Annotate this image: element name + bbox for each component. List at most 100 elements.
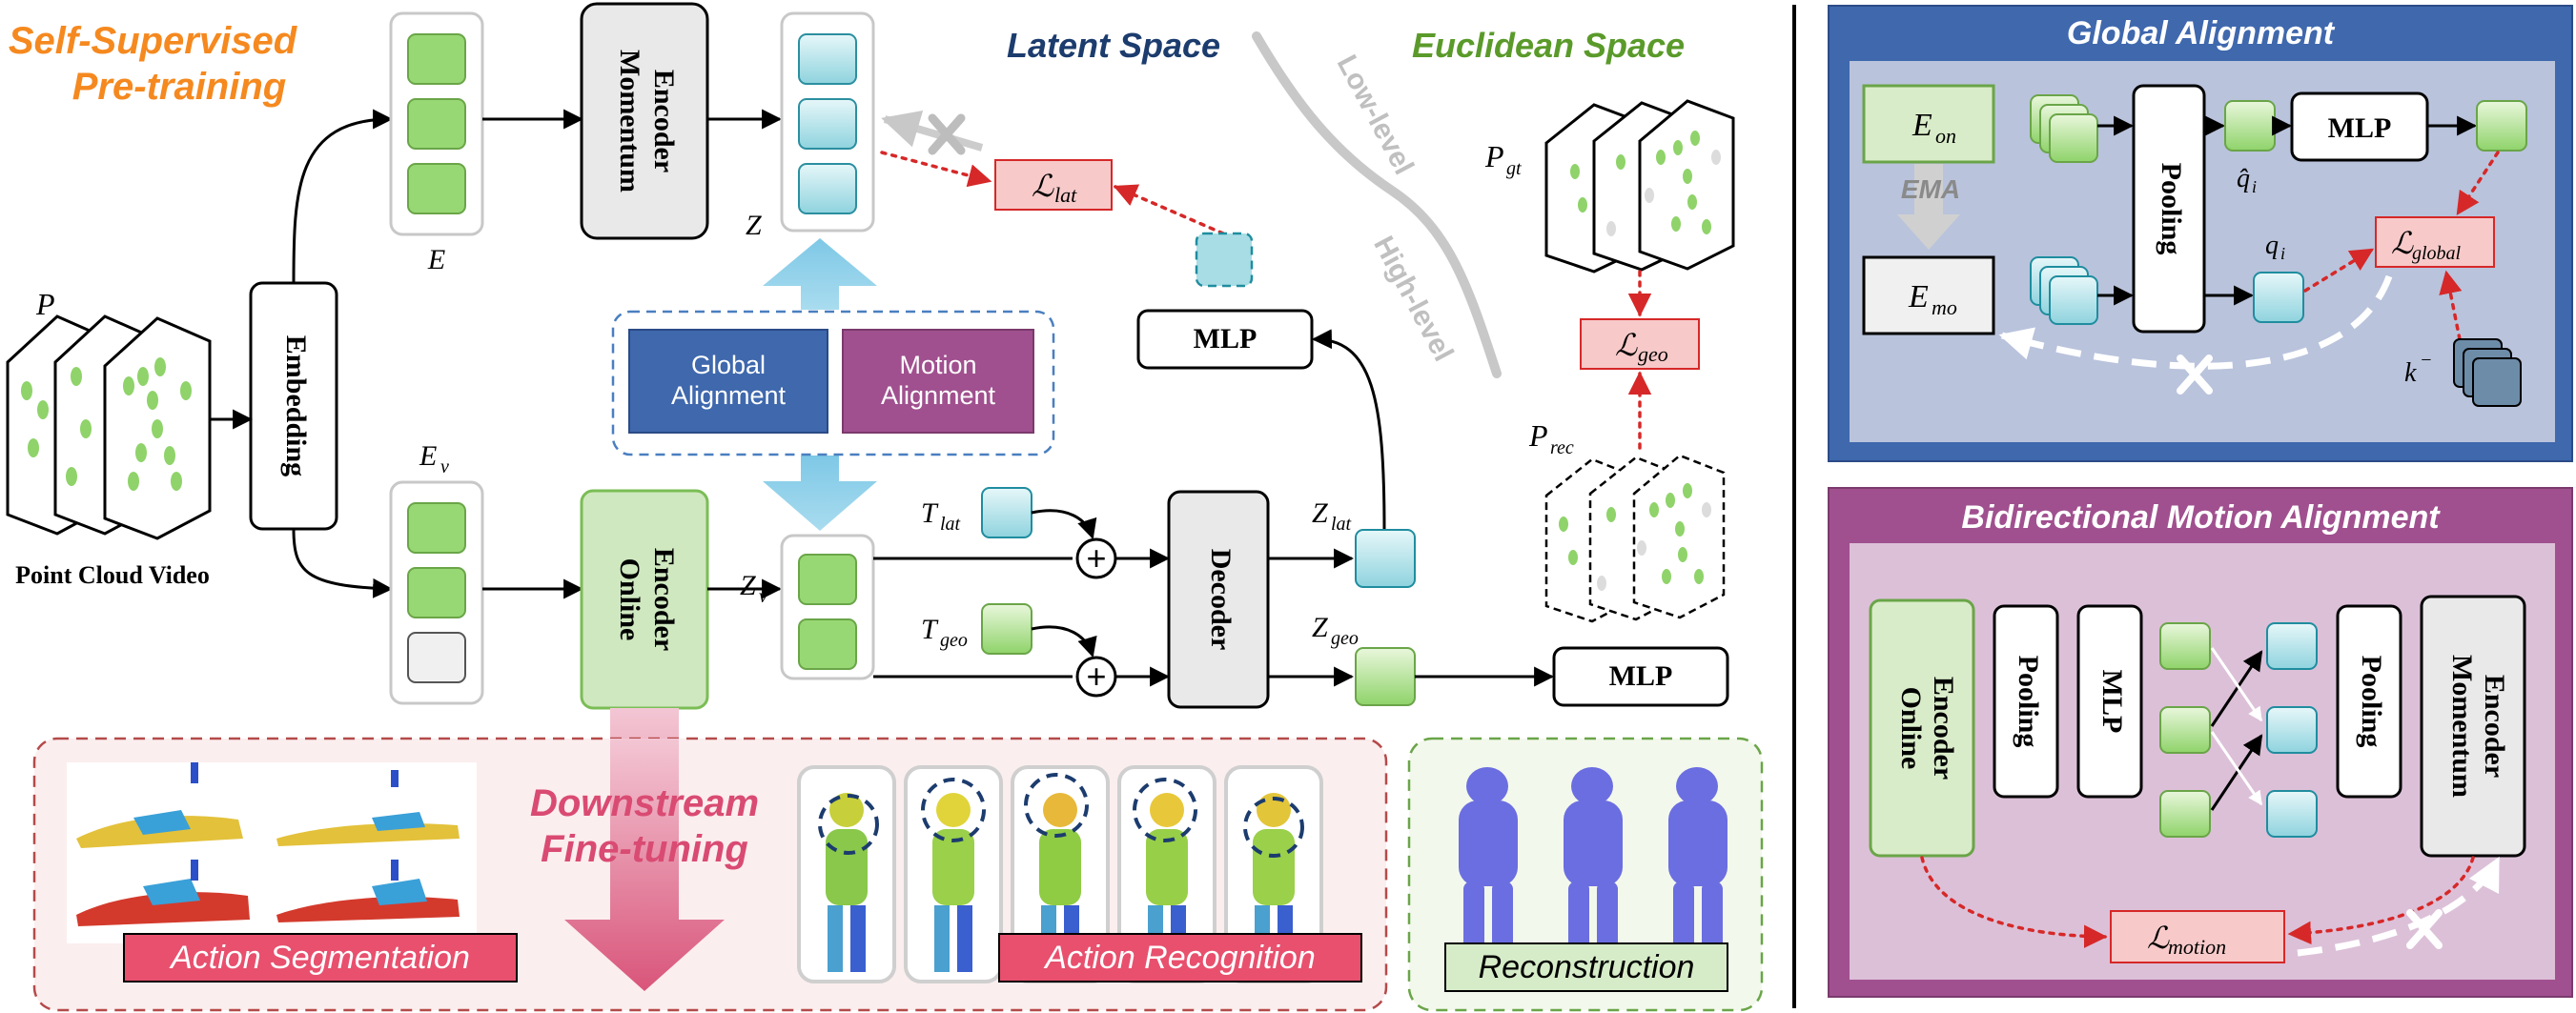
- L-lat-symbol: ℒ: [1032, 169, 1054, 203]
- P-label: P: [35, 287, 55, 321]
- downstream-title-line1: Downstream: [530, 782, 759, 824]
- point-cloud-video: P Point Cloud Video: [6, 287, 212, 589]
- Ev-token: [407, 502, 466, 554]
- T-lat-sub: lat: [940, 514, 961, 535]
- Zv-label-sub: v: [759, 586, 767, 607]
- momentum-token-stack: [2030, 256, 2098, 325]
- motion-pooling-right-label: Pooling: [2356, 656, 2387, 748]
- embedding-block: Embedding: [249, 281, 338, 531]
- online-encoder-l1: Online: [614, 558, 645, 641]
- plus-symbol: +: [1086, 657, 1106, 696]
- E-on-label: E: [1912, 108, 1932, 143]
- stop-gradient-x-icon: [2406, 909, 2443, 949]
- L-lat-sub: lat: [1054, 183, 1077, 207]
- blocked-gradient-arrow: [881, 110, 984, 152]
- L-geo-sub: geo: [1638, 342, 1668, 366]
- E-token: [407, 98, 466, 150]
- P-gt-group: P gt: [1484, 99, 1735, 274]
- L-global-sub: global: [2412, 243, 2462, 264]
- Z-token: [798, 33, 857, 85]
- motion-green-tokens: [2159, 622, 2211, 838]
- segmentation-scan: [276, 860, 460, 922]
- P-gt-sub: gt: [1506, 158, 1522, 179]
- motion-mlp-block: MLP: [2076, 604, 2143, 799]
- Zv-token: [798, 618, 857, 670]
- P-rec-group: P rec: [1528, 418, 1726, 623]
- pretraining-title: Self-Supervised Pre-training: [9, 20, 298, 108]
- plus-symbol: +: [1086, 538, 1106, 577]
- k-minus-label: k: [2404, 358, 2417, 388]
- motion-alignment-button: [842, 329, 1034, 434]
- segmentation-scan: [276, 770, 460, 846]
- motion-cyan-tokens: [2266, 622, 2318, 838]
- motion-momentum-l2: Encoder: [2479, 675, 2510, 778]
- global-panel-title: Global Alignment: [2067, 15, 2336, 51]
- euclidean-space-label: Euclidean Space: [1412, 26, 1685, 65]
- negative-keys-stack: [2453, 338, 2522, 407]
- ema-label: EMA: [1901, 174, 1960, 204]
- global-alignment-l1: Global: [691, 351, 766, 379]
- pretraining-title-line1: Self-Supervised: [9, 20, 298, 62]
- action-recognition-text: Action Recognition: [1043, 940, 1316, 976]
- stop-gradient-x-icon: [2177, 355, 2213, 395]
- Z-lat-label: Z: [1312, 497, 1328, 529]
- motion-online-encoder-block: Online Encoder: [1869, 598, 1975, 858]
- T-lat-token: T lat: [921, 487, 1097, 540]
- downstream-title-line2: Fine-tuning: [541, 828, 748, 870]
- motion-pooling-left-block: Pooling: [1993, 604, 2059, 799]
- motion-alignment-panel: Bidirectional Motion Alignment Online En…: [1828, 487, 2573, 998]
- global-alignment-panel: Global Alignment E on E mo EMA Pooling: [1828, 5, 2573, 462]
- decoder-label: Decoder: [1205, 549, 1237, 651]
- segmentation-scan: [76, 860, 250, 926]
- k-minus-sup: −: [2420, 350, 2433, 371]
- P-rec-label: P: [1528, 418, 1548, 453]
- T-geo-label: T: [921, 614, 939, 645]
- motion-alignment-l1: Motion: [899, 351, 976, 379]
- reconstruction-container: Reconstruction: [1407, 737, 1764, 1012]
- Z-label: Z: [746, 210, 762, 241]
- predicted-latent-token: [1195, 232, 1254, 288]
- P-rec-sub: rec: [1550, 437, 1574, 458]
- Ev-token-column: E v: [389, 440, 484, 705]
- action-segmentation-label: Action Segmentation: [123, 933, 518, 983]
- q-label: q: [2265, 231, 2279, 260]
- online-encoder-l2: Encoder: [648, 548, 680, 651]
- alignment-container: Global Alignment Motion Alignment: [611, 310, 1055, 456]
- Ev-token-masked: [407, 632, 466, 683]
- T-geo-sub: geo: [940, 630, 968, 651]
- latent-loss-box: ℒ lat: [994, 159, 1113, 211]
- plus-node: +: [1075, 537, 1117, 579]
- motion-panel-title: Bidirectional Motion Alignment: [1961, 499, 2441, 536]
- Ev-label: E: [419, 440, 437, 472]
- online-encoder-block: Online Encoder: [580, 489, 709, 710]
- alignment-up-arrow: [763, 238, 877, 310]
- E-on-sub: on: [1935, 124, 1956, 148]
- decoder-block: Decoder: [1167, 490, 1270, 709]
- point-cloud-frame: [103, 316, 212, 540]
- blocked-gradient-path: [1998, 274, 2393, 370]
- recognition-frame: [797, 765, 896, 983]
- q-hat-token: [2224, 100, 2276, 152]
- global-loss-box: ℒ global: [2375, 216, 2495, 268]
- mlp-bottom-label: MLP: [1609, 660, 1673, 692]
- action-segmentation-text: Action Segmentation: [169, 940, 470, 976]
- mlp-top-label: MLP: [1194, 323, 1257, 355]
- Zv-token: [798, 554, 857, 605]
- motion-online-l2: Encoder: [1928, 677, 1959, 780]
- Z-token: [798, 163, 857, 214]
- global-mlp-block: MLP: [2290, 91, 2429, 162]
- ema-arrow: [1897, 164, 1960, 250]
- Z-lat-token: Z lat: [1312, 497, 1416, 588]
- q-sub: i: [2280, 244, 2285, 263]
- alignment-down-arrow: [763, 456, 877, 531]
- recognition-frame: [904, 765, 1003, 983]
- Ev-token: [407, 567, 466, 618]
- momentum-encoder-l2: Encoder: [648, 70, 680, 172]
- L-motion-sub: motion: [2168, 935, 2226, 959]
- L-geo-symbol: ℒ: [1615, 328, 1638, 362]
- prediction-token: [2476, 100, 2527, 152]
- reconstruction-figures: [1459, 767, 1728, 958]
- motion-cross-arrows: [2210, 647, 2263, 811]
- P-gt-label: P: [1484, 139, 1504, 173]
- global-alignment-l2: Alignment: [671, 381, 787, 410]
